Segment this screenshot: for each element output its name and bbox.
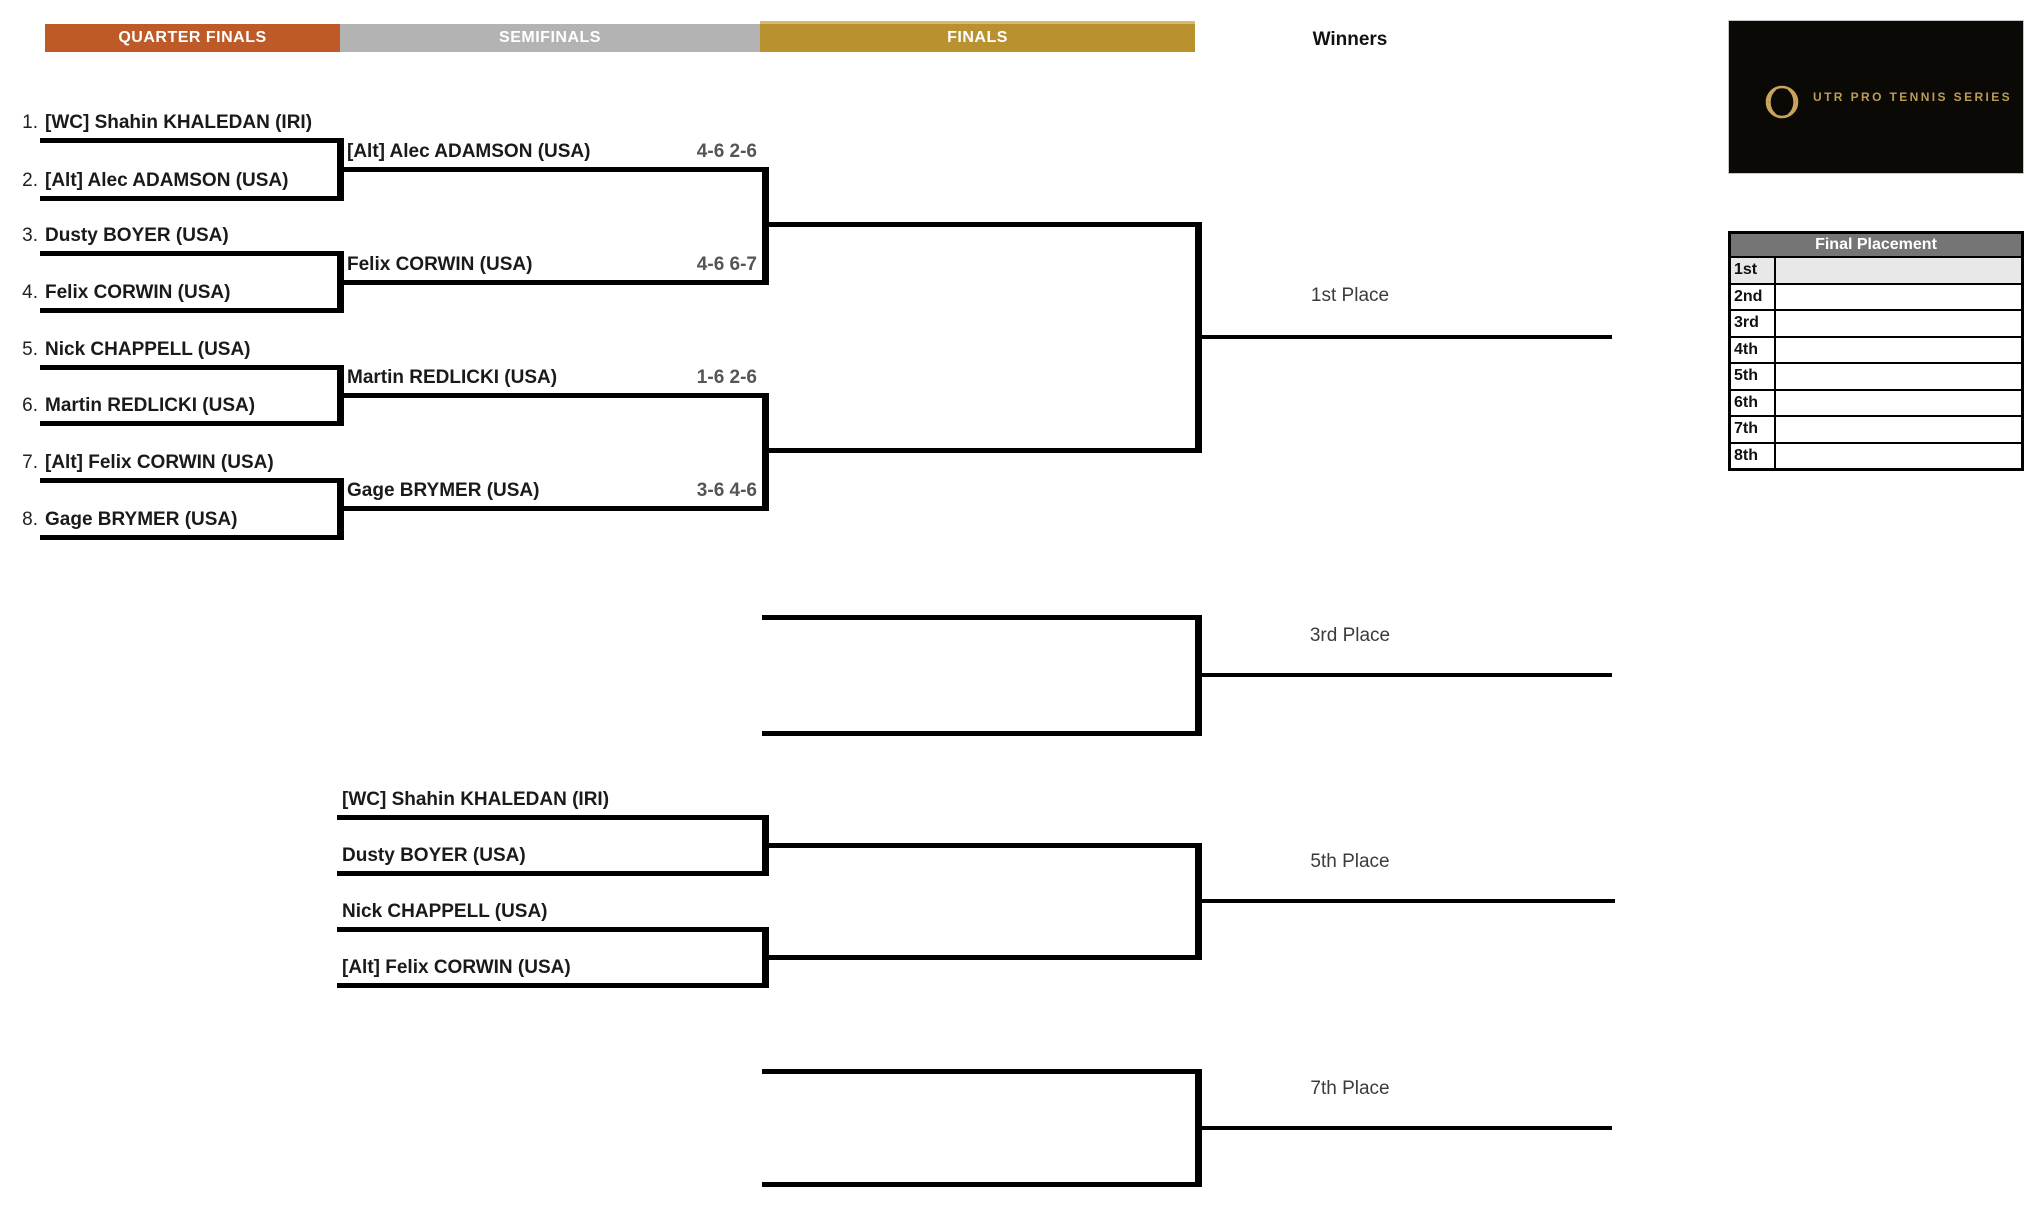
player-name-qf4: Felix CORWIN (USA): [45, 282, 231, 303]
bracket-line: [337, 280, 769, 285]
bracket-line: [337, 871, 769, 876]
player-name-consolation2: Dusty BOYER (USA): [342, 845, 526, 866]
player-name-qf8: Gage BRYMER (USA): [45, 509, 238, 530]
player-name-sf2: Felix CORWIN (USA): [347, 254, 533, 275]
tennis-ball-icon: [1765, 85, 1799, 119]
winners-column-header: Winners: [1312, 29, 1388, 50]
seed-number: 7.: [22, 452, 38, 473]
placement-table-title: Final Placement: [1728, 231, 2024, 258]
player-name-consolation4: [Alt] Felix CORWIN (USA): [342, 957, 571, 978]
placement-value-cell: [1773, 441, 2024, 471]
bracket-line: [40, 478, 344, 483]
utr-series-name: UTR PRO TENNIS SERIES: [1813, 90, 2013, 104]
bracket-line: [40, 535, 344, 540]
bracket-line: [762, 843, 1202, 848]
round-header-quarterfinals: QUARTER FINALS: [45, 24, 340, 52]
bracket-line: [337, 506, 769, 511]
table-row: 5th: [1727, 362, 2024, 391]
placement-value-cell: [1773, 415, 2024, 444]
player-name-qf1: [WC] Shahin KHALEDAN (IRI): [45, 112, 313, 133]
place-label-7th: 7th Place: [1310, 1078, 1390, 1099]
placement-value-cell: [1773, 362, 2024, 391]
place-label-3rd: 3rd Place: [1309, 625, 1391, 646]
bracket-line: [337, 983, 769, 988]
placement-value-cell: [1773, 282, 2024, 311]
player-name-sf3: Martin REDLICKI (USA): [347, 367, 558, 388]
table-row: 4th: [1727, 335, 2024, 364]
bracket-line: [40, 251, 344, 256]
bracket-line: [40, 421, 344, 426]
match-score-sf4: 3-6 4-6: [696, 480, 757, 501]
bracket-line: [40, 365, 344, 370]
placement-position-label: 6th: [1727, 388, 1776, 417]
bracket-line: [762, 1182, 1202, 1187]
bracket-line: [337, 393, 769, 398]
bracket-line: [762, 222, 1202, 227]
placement-value-cell: [1773, 388, 2024, 417]
final-placement-table: Final Placement 1st 2nd 3rd 4th 5th 6th …: [1727, 231, 2024, 471]
player-name-qf2: [Alt] Alec ADAMSON (USA): [45, 170, 289, 191]
placement-position-label: 1st: [1727, 256, 1776, 285]
placement-position-label: 5th: [1727, 362, 1776, 391]
round-header-semifinals: SEMIFINALS: [340, 24, 760, 52]
bracket-line: [762, 448, 1202, 453]
bracket-line: [337, 167, 769, 172]
placement-position-label: 7th: [1727, 415, 1776, 444]
placement-value-cell: [1773, 335, 2024, 364]
player-name-consolation3: Nick CHAPPELL (USA): [342, 901, 548, 922]
player-name-qf3: Dusty BOYER (USA): [45, 225, 229, 246]
utr-logo: UTR PRO TENNIS SERIES: [1728, 20, 2024, 174]
player-name-qf6: Martin REDLICKI (USA): [45, 395, 256, 416]
placement-position-label: 8th: [1727, 441, 1776, 471]
table-row: 3rd: [1727, 309, 2024, 338]
table-row: 1st: [1727, 256, 2024, 285]
match-score-sf2: 4-6 6-7: [696, 254, 757, 275]
seed-number: 8.: [22, 509, 38, 530]
seed-number: 3.: [22, 225, 38, 246]
bracket-line: [762, 731, 1202, 736]
table-row: 2nd: [1727, 282, 2024, 311]
bracket-line: [762, 615, 1202, 620]
bracket-line: [337, 815, 769, 820]
seed-number: 2.: [22, 170, 38, 191]
player-name-qf5: Nick CHAPPELL (USA): [45, 339, 251, 360]
placement-position-label: 3rd: [1727, 309, 1776, 338]
place-label-1st: 1st Place: [1310, 285, 1390, 306]
player-name-consolation1: [WC] Shahin KHALEDAN (IRI): [342, 789, 610, 810]
bracket-line: [40, 308, 344, 313]
seed-number: 6.: [22, 395, 38, 416]
bracket-line: [762, 955, 1202, 960]
placement-position-label: 2nd: [1727, 282, 1776, 311]
player-name-sf4: Gage BRYMER (USA): [347, 480, 540, 501]
bracket-line: [337, 927, 769, 932]
place-label-5th: 5th Place: [1310, 851, 1390, 872]
seed-number: 5.: [22, 339, 38, 360]
seed-number: 1.: [22, 112, 38, 133]
winner-line-5th: [1195, 899, 1615, 903]
winner-line-7th: [1195, 1126, 1612, 1130]
seed-number: 4.: [22, 282, 38, 303]
table-row: 8th: [1727, 441, 2024, 471]
placement-value-cell: [1773, 256, 2024, 285]
round-header-finals: FINALS: [760, 21, 1195, 52]
match-score-sf1: 4-6 2-6: [696, 141, 757, 162]
bracket-line: [40, 138, 344, 143]
bracket-line: [762, 1069, 1202, 1074]
winner-line-1st: [1195, 335, 1612, 339]
player-name-qf7: [Alt] Felix CORWIN (USA): [45, 452, 274, 473]
placement-value-cell: [1773, 309, 2024, 338]
placement-position-label: 4th: [1727, 335, 1776, 364]
table-row: 6th: [1727, 388, 2024, 417]
bracket-line: [40, 196, 344, 201]
winner-line-3rd: [1195, 673, 1612, 677]
table-row: 7th: [1727, 415, 2024, 444]
player-name-sf1: [Alt] Alec ADAMSON (USA): [347, 141, 591, 162]
match-score-sf3: 1-6 2-6: [696, 367, 757, 388]
